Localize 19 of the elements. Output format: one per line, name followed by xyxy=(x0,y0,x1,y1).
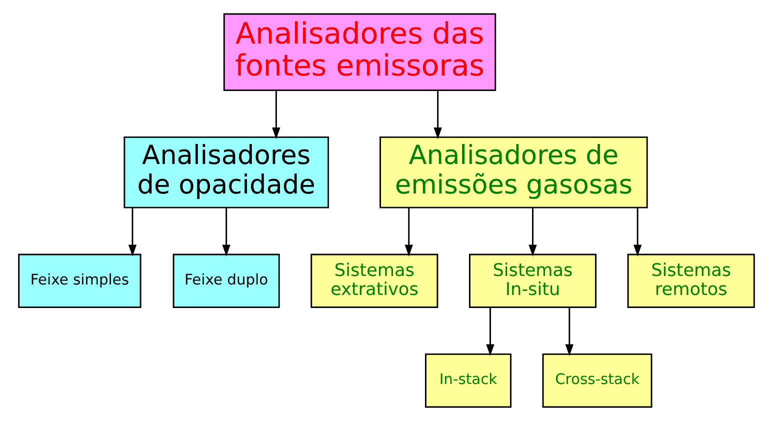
arrow xyxy=(486,308,494,356)
node-box: Analisadores de opacidade xyxy=(123,136,328,208)
arrow xyxy=(564,308,574,356)
arrow xyxy=(222,208,230,256)
node-box: Analisadores de emissões gasosas xyxy=(379,136,648,208)
node-box: In-stack xyxy=(424,353,511,408)
node-box: Feixe simples xyxy=(18,254,141,308)
arrow xyxy=(528,208,536,256)
node-box: Sistemas In-situ xyxy=(468,254,596,308)
arrow xyxy=(128,208,136,256)
arrow xyxy=(433,90,442,140)
node-box: Analisadores das fontes emissoras xyxy=(222,13,496,91)
node-box: Sistemas remotos xyxy=(626,254,754,308)
arrow xyxy=(404,208,412,256)
node-box: Cross-stack xyxy=(542,353,652,408)
node-box: Feixe duplo xyxy=(172,254,280,308)
arrow xyxy=(632,208,642,256)
arrow xyxy=(272,90,280,140)
node-box: Sistemas extrativos xyxy=(310,254,438,308)
